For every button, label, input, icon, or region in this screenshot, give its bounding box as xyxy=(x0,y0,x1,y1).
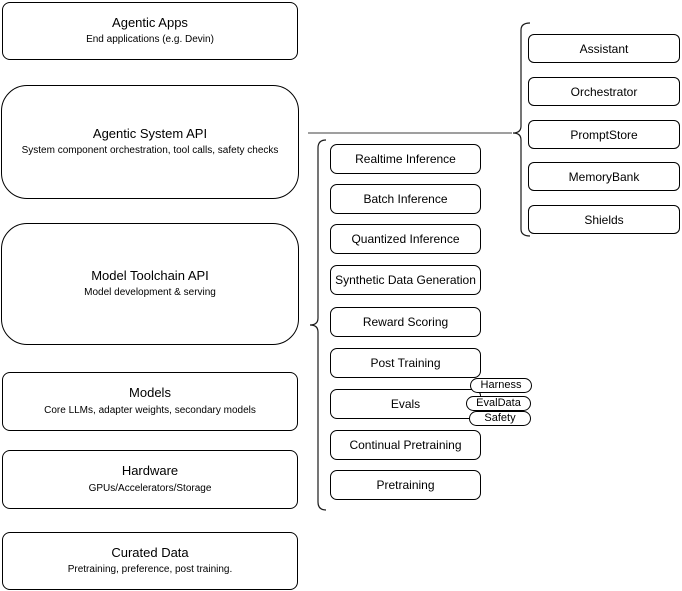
node-subtitle: GPUs/Accelerators/Storage xyxy=(88,482,212,494)
node-subtitle: System component orchestration, tool cal… xyxy=(21,145,279,157)
node-subtitle: Model development & serving xyxy=(84,287,216,299)
node-realtime-inference: Realtime Inference xyxy=(330,144,481,174)
brace-toolchain-services xyxy=(309,139,327,511)
node-title: Models xyxy=(129,385,171,401)
node-post-training: Post Training xyxy=(330,348,481,378)
node-hardware: Hardware GPUs/Accelerators/Storage xyxy=(2,450,298,509)
node-title: Agentic System API xyxy=(92,125,208,141)
node-title: Curated Data xyxy=(111,544,189,560)
node-assistant: Assistant xyxy=(528,34,680,63)
node-model-toolchain-api: Model Toolchain API Model development & … xyxy=(1,223,299,345)
node-subtitle: Pretraining, preference, post training. xyxy=(67,564,233,576)
node-evals: Evals xyxy=(330,389,481,419)
node-reward-scoring: Reward Scoring xyxy=(330,307,481,337)
tag-evaldata: EvalData xyxy=(466,396,531,411)
node-title: Hardware xyxy=(121,463,179,479)
node-models: Models Core LLMs, adapter weights, secon… xyxy=(2,372,298,431)
node-orchestrator: Orchestrator xyxy=(528,77,680,106)
node-subtitle: Core LLMs, adapter weights, secondary mo… xyxy=(44,404,256,416)
node-title: Agentic Apps xyxy=(112,14,188,30)
node-agentic-system-api: Agentic System API System component orch… xyxy=(1,85,299,199)
tag-harness: Harness xyxy=(470,378,532,393)
tag-safety: Safety xyxy=(469,411,531,426)
node-curated-data: Curated Data Pretraining, preference, po… xyxy=(2,532,298,590)
node-agentic-apps: Agentic Apps End applications (e.g. Devi… xyxy=(2,2,298,60)
node-pretraining: Pretraining xyxy=(330,470,481,500)
node-subtitle: End applications (e.g. Devin) xyxy=(86,34,214,46)
node-title: Model Toolchain API xyxy=(91,267,209,283)
node-quantized-inference: Quantized Inference xyxy=(330,224,481,254)
node-continual-pretraining: Continual Pretraining xyxy=(330,430,481,460)
node-memorybank: MemoryBank xyxy=(528,162,680,191)
node-batch-inference: Batch Inference xyxy=(330,184,481,214)
node-promptstore: PromptStore xyxy=(528,120,680,149)
node-synthetic-data-generation: Synthetic Data Generation xyxy=(330,265,481,295)
node-shields: Shields xyxy=(528,205,680,234)
